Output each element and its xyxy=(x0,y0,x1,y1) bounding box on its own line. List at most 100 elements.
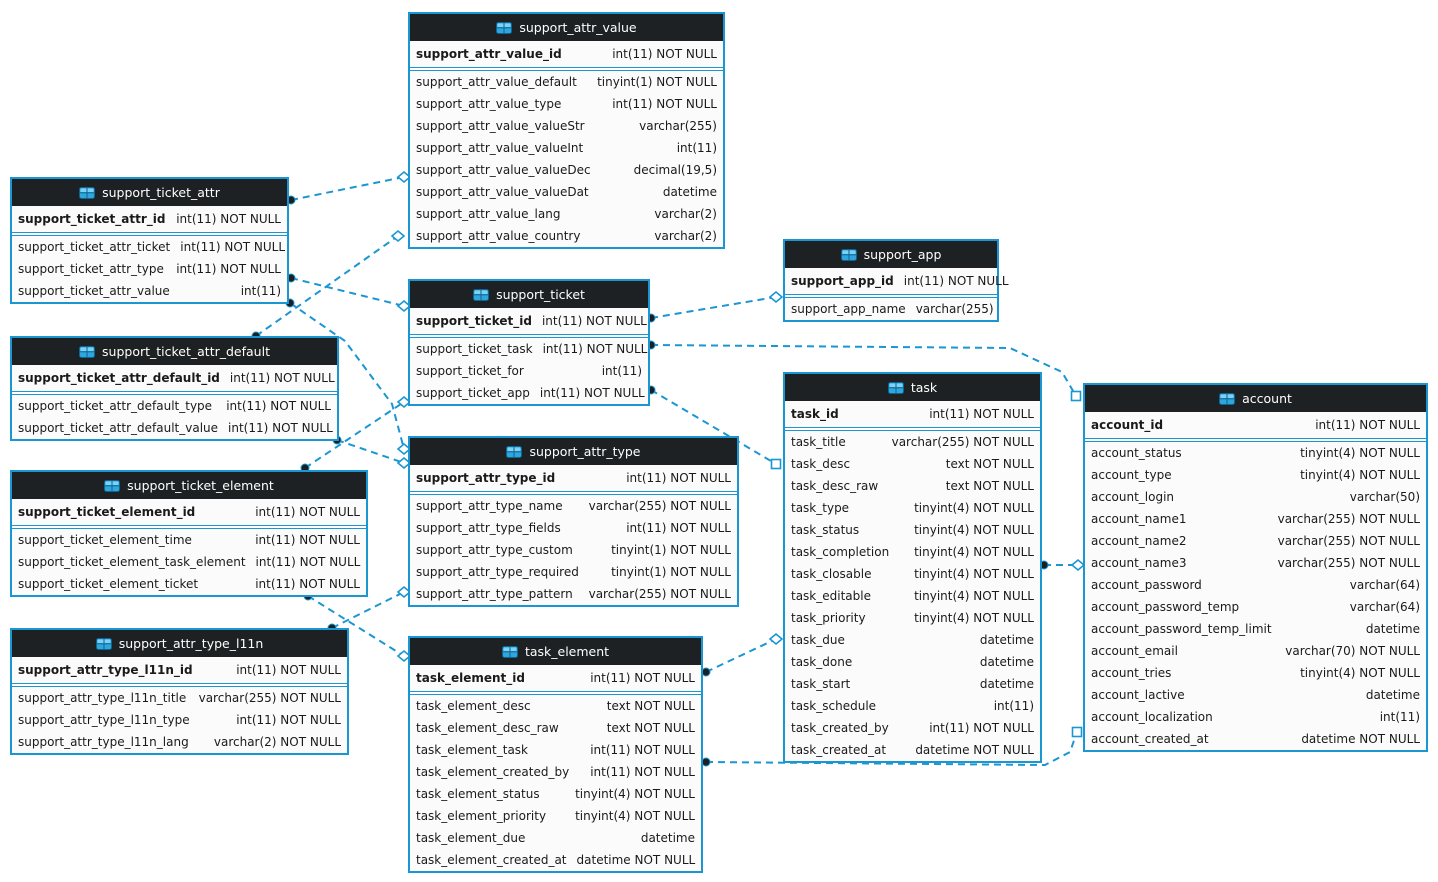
table-header[interactable]: support_attr_type_l11n xyxy=(12,630,347,657)
relationship-line-support_ticket-task[interactable] xyxy=(650,389,777,465)
relationship-line-support_ticket_element-task_element[interactable] xyxy=(307,595,405,657)
relationship-line-support_ticket_attr_default-support_attr_type[interactable] xyxy=(336,439,405,464)
relationship-line-task_element-task[interactable] xyxy=(705,638,777,673)
relationship-line-task_element-account[interactable] xyxy=(705,731,1078,767)
table-header[interactable]: task xyxy=(785,374,1040,401)
table-header[interactable]: support_app xyxy=(785,241,997,268)
relationship-line-support_ticket_attr_default-support_attr_value[interactable] xyxy=(255,235,399,337)
table-header[interactable]: account xyxy=(1085,385,1426,412)
table-header[interactable]: support_ticket_attr xyxy=(12,179,287,206)
relationship-line-support_ticket-account[interactable] xyxy=(650,344,1077,397)
relationship-line-support_ticket_element-support_ticket[interactable] xyxy=(304,401,405,469)
table-header[interactable]: task_element xyxy=(410,638,701,665)
table-header[interactable]: support_attr_value xyxy=(410,14,723,41)
relationship-line-support_ticket_attr-support_attr_type[interactable] xyxy=(289,302,405,450)
relationship-line-support_ticket-support_app[interactable] xyxy=(650,296,777,319)
relationship-line-support_ticket_attr-support_ticket[interactable] xyxy=(290,277,405,307)
table-header[interactable]: support_ticket_element xyxy=(12,472,366,499)
relationship-line-support_attr_type_l11n-support_attr_type[interactable] xyxy=(331,591,405,629)
